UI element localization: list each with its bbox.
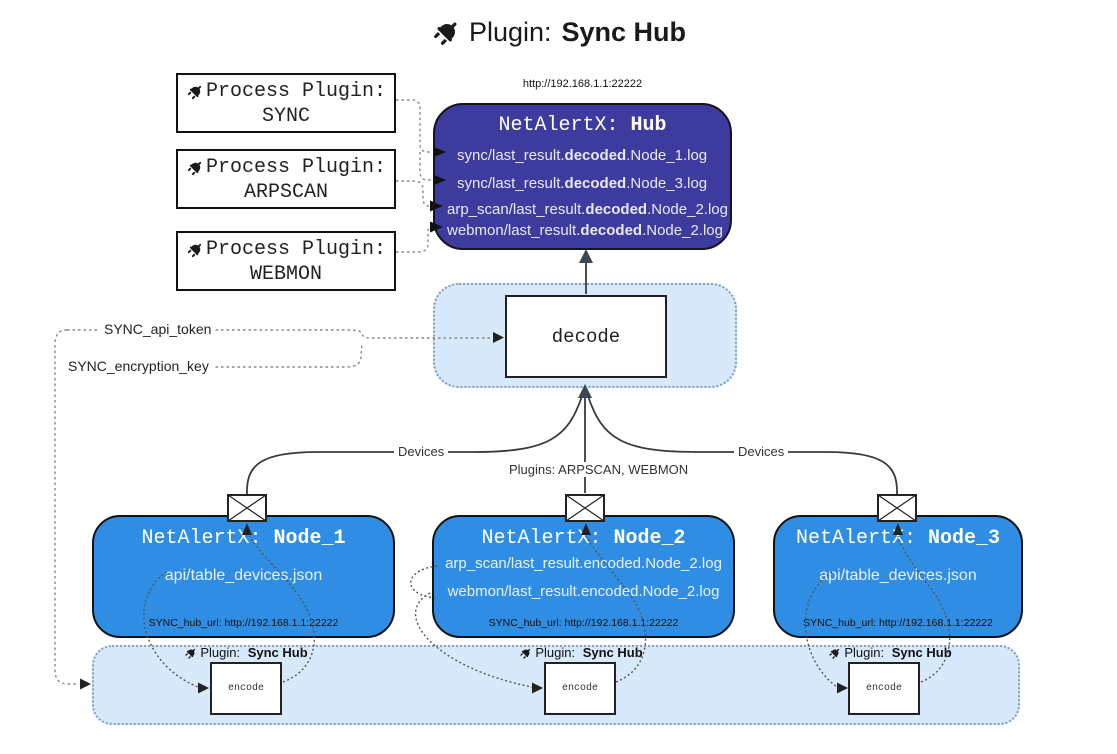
node-hub-url: SYNC_hub_url: http://192.168.1.1:22222: [148, 617, 339, 629]
plug-icon: [520, 648, 531, 659]
hub-title-name: Hub: [630, 114, 667, 137]
node-title: NetAlertX: Node_2: [481, 527, 686, 550]
plug-icon: [187, 243, 202, 258]
encode-box: encode: [848, 662, 920, 715]
node-file: api/table_devices.json: [164, 567, 323, 584]
process-plugin-box-sync: Process Plugin: SYNC: [176, 73, 396, 133]
node-file: arp_scan/last_result.encoded.Node_2.log: [445, 555, 722, 572]
hub-box: NetAlertX: Hub sync/last_result.decoded.…: [433, 103, 732, 250]
node-box-node1: NetAlertX: Node_1 api/table_devices.json…: [92, 515, 395, 638]
envelope-icon: [565, 494, 605, 522]
plugins-edge-label: Plugins: ARPSCAN, WEBMON: [505, 462, 693, 477]
node-title: NetAlertX: Node_3: [795, 527, 1001, 550]
decode-box: decode: [505, 295, 667, 378]
edge-sync-to-hub: [396, 99, 432, 153]
edge-webmon-to-hub: [396, 226, 431, 253]
process-plugin-box-arpscan: Process Plugin: ARPSCAN: [176, 149, 396, 209]
node-hub-url: SYNC_hub_url: http://192.168.1.1:22222: [488, 617, 679, 629]
node-hub-url: SYNC_hub_url: http://192.168.1.1:22222: [803, 617, 993, 629]
strip-plugin-label: Plugin: Sync Hub: [516, 645, 646, 660]
encode-box: encode: [210, 662, 282, 715]
plug-icon: [829, 648, 840, 659]
edge-key-to-encode: [54, 329, 79, 685]
hub-log-line: sync/last_result.decoded.Node_3.log: [457, 175, 708, 192]
edge-arpscan-to-hub: [396, 180, 430, 207]
plug-icon: [187, 161, 202, 176]
envelope-icon: [877, 494, 917, 522]
encode-box: encode: [544, 662, 616, 715]
sync-api-token-label: SYNC_api_token: [100, 321, 216, 337]
node-file: webmon/last_result.encoded.Node_2.log: [447, 583, 720, 600]
strip-plugin-label: Plugin: Sync Hub: [181, 645, 311, 660]
hub-title-prefix: NetAlertX:: [498, 114, 619, 137]
plug-icon: [187, 85, 202, 100]
process-plugin-box-webmon: Process Plugin: WEBMON: [176, 231, 396, 291]
plug-icon: [434, 22, 457, 45]
plug-icon: [185, 648, 196, 659]
hub-log-line: arp_scan/last_result.decoded.Node_2.log: [447, 201, 728, 218]
process-plugin-name: ARPSCAN: [243, 181, 328, 204]
page-title: Plugin: Sync Hub: [0, 16, 1117, 48]
process-plugin-title: Process Plugin:: [205, 156, 387, 179]
node-title: NetAlertX: Node_1: [141, 527, 346, 550]
devices-edge-label-right: Devices: [734, 444, 789, 459]
process-plugin-title: Process Plugin:: [205, 80, 387, 103]
process-plugin-title: Process Plugin:: [205, 238, 387, 261]
devices-edge-label-left: Devices: [394, 444, 449, 459]
strip-plugin-label: Plugin: Sync Hub: [825, 645, 955, 660]
node-box-node2: NetAlertX: Node_2 arp_scan/last_result.e…: [432, 515, 735, 638]
title-name: Sync Hub: [561, 16, 687, 47]
node-box-node3: NetAlertX: Node_3 api/table_devices.json…: [773, 515, 1023, 638]
sync-encryption-key-label: SYNC_encryption_key: [64, 358, 213, 374]
hub-log-line: webmon/last_result.decoded.Node_2.log: [447, 222, 723, 239]
hub-log-line: sync/last_result.decoded.Node_1.log: [457, 147, 708, 164]
hub-title: NetAlertX: Hub: [435, 114, 730, 137]
process-plugin-name: SYNC: [261, 105, 310, 128]
title-prefix: Plugin:: [468, 16, 552, 47]
process-plugin-name: WEBMON: [249, 263, 322, 286]
node-file: api/table_devices.json: [819, 567, 977, 584]
envelope-icon: [227, 494, 267, 522]
hub-url-label: http://192.168.1.1:22222: [522, 78, 643, 90]
